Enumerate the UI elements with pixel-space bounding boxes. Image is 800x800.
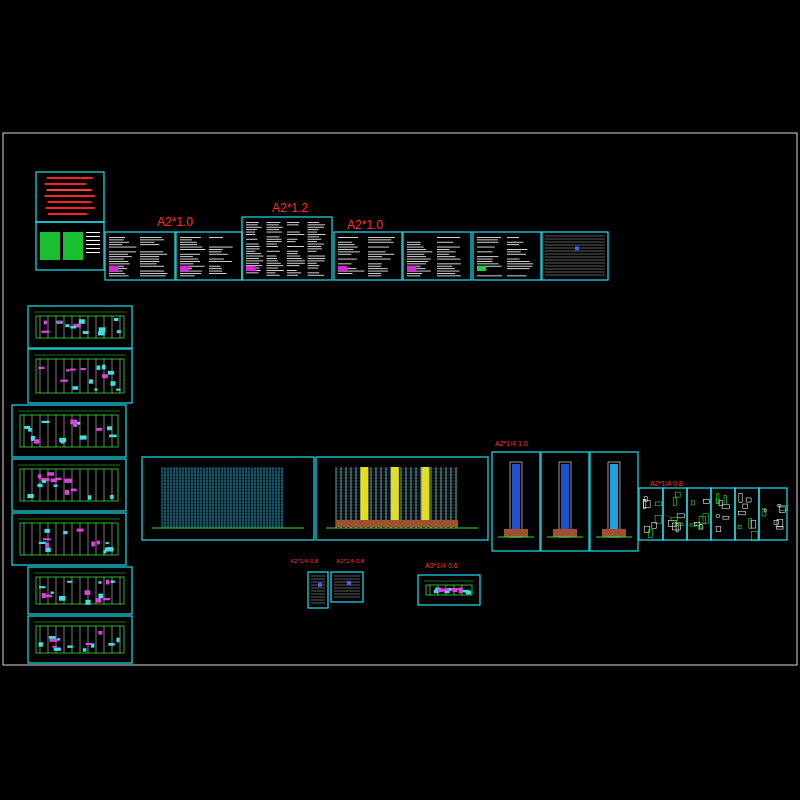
drawing-sheet bbox=[28, 616, 132, 663]
drawing-sheet bbox=[492, 452, 540, 551]
drawing-sheet bbox=[639, 488, 663, 540]
drawing-sheet bbox=[12, 513, 126, 565]
drawing-sheet bbox=[331, 572, 363, 602]
drawing-sheet bbox=[542, 232, 608, 280]
drawing-sheet bbox=[176, 232, 242, 280]
drawing-sheet bbox=[473, 232, 541, 280]
drawing-sheet bbox=[12, 405, 126, 457]
drawing-sheet bbox=[142, 457, 314, 540]
drawing-sheet bbox=[711, 488, 735, 540]
drawing-sheet bbox=[242, 217, 332, 280]
drawing-sheet bbox=[590, 452, 638, 551]
drawing-sheet bbox=[687, 488, 711, 540]
drawing-sheet bbox=[28, 349, 132, 403]
drawing-sheet bbox=[12, 459, 126, 511]
sheet-scale-label: A2*1.2 bbox=[272, 202, 308, 214]
drawing-sheet bbox=[28, 306, 132, 348]
drawing-sheet bbox=[418, 575, 480, 605]
sheet-scale-label: A2*1/4 0.8 bbox=[290, 558, 318, 564]
sheet-scale-label: A2*1/4 1.0 bbox=[495, 440, 528, 447]
sheet-scale-label: A2*1/4 0.8 bbox=[336, 558, 364, 564]
outer-frame bbox=[3, 133, 797, 665]
drawing-sheet bbox=[735, 488, 759, 541]
drawing-sheet bbox=[28, 567, 132, 614]
drawing-sheet bbox=[316, 457, 488, 540]
drawing-sheet bbox=[663, 488, 687, 540]
drawing-sheet bbox=[541, 452, 589, 551]
drawing-sheet bbox=[759, 488, 787, 540]
drawing-sheet bbox=[36, 222, 104, 270]
drawing-sheet bbox=[105, 232, 175, 280]
sheet-scale-label: A2*1.0 bbox=[347, 219, 383, 231]
sheet-scale-label: A2*1.0 bbox=[157, 216, 193, 228]
sheet-scale-label: A3*1/4 0.6 bbox=[425, 562, 458, 569]
drawing-sheet bbox=[334, 232, 402, 280]
drawing-sheet bbox=[36, 172, 104, 222]
sheet-scale-label: A2*1/4 0.8 bbox=[650, 480, 683, 487]
drawing-sheet bbox=[308, 572, 328, 608]
drawing-sheet bbox=[403, 232, 471, 280]
